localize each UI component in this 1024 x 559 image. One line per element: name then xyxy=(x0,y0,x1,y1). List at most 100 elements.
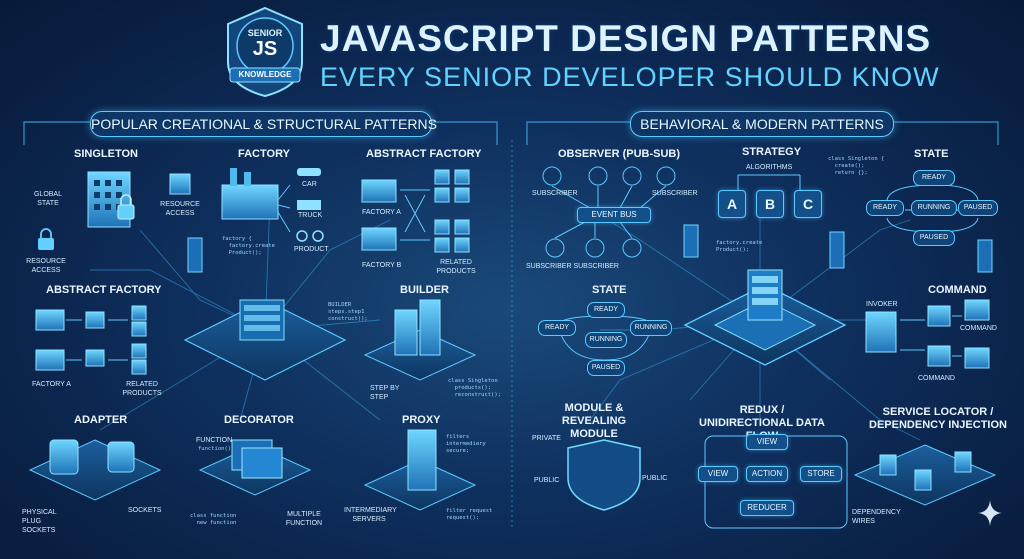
factory-code: factory { factory.create Product(); xyxy=(222,236,275,256)
car-icon xyxy=(297,168,321,176)
factory-car: CAR xyxy=(302,181,317,188)
observer-subscriber-bottom: SUBSCRIBER SUBSCRIBER xyxy=(526,263,619,270)
service-wires: DEPENDENCY WIRES xyxy=(852,509,901,525)
singleton-resource-access-2: RESOURCE ACCESS xyxy=(26,258,66,274)
state-top-paused-2: PAUSED xyxy=(913,230,955,246)
abstract-factory-left-related: RELATED PRODUCTS xyxy=(122,381,162,397)
factory-icon xyxy=(221,168,291,233)
proxy-servers: INTERMEDIARY SERVERS xyxy=(344,507,397,523)
abstract-factory-left-diagram xyxy=(35,305,147,375)
page-subtitle: EVERY SENIOR DEVELOPER SHOULD KNOW xyxy=(320,62,940,92)
module-private: PRIVATE xyxy=(532,435,561,442)
singleton-resource-access-1: RESOURCE ACCESS xyxy=(160,201,200,217)
module-public: PUBLIC xyxy=(534,477,560,484)
state-mid-paused: PAUSED xyxy=(587,360,625,376)
adapter-sockets: SOCKETS xyxy=(128,507,162,514)
bicycle-icon xyxy=(296,230,324,242)
factory-product: PRODUCT xyxy=(294,246,329,253)
badge-js: JS xyxy=(252,38,278,60)
builder-code-2: class Singleton products(); reconstruct(… xyxy=(448,378,501,398)
observer-title: OBSERVER (PUB-SUB) xyxy=(558,148,681,160)
strategy-c: C xyxy=(794,190,822,218)
command-label-2: COMMAND xyxy=(918,375,955,382)
factory-title: FACTORY xyxy=(238,148,290,160)
state-mid-title: STATE xyxy=(592,284,627,296)
decorator-multiple: MULTIPLE FUNCTION xyxy=(285,511,323,527)
badge-senior: SENIOR xyxy=(247,28,283,38)
command-title: COMMAND xyxy=(928,284,987,296)
adapter-title: ADAPTER xyxy=(74,414,128,426)
adapter-diagram xyxy=(28,439,162,501)
strategy-connector xyxy=(737,174,801,190)
redux-store: STORE xyxy=(800,466,842,482)
adapter-physical: PHYSICAL PLUG SOCKETS xyxy=(22,509,57,534)
singleton-building xyxy=(87,171,191,228)
observer-subscriber-left: SUBSCRIBER xyxy=(532,190,578,197)
state-mid-ready-2: READY xyxy=(538,320,576,336)
decorator-code-2: class function new function xyxy=(190,513,237,526)
state-mid-running-1: RUNNING xyxy=(630,320,672,336)
observer-diagram xyxy=(542,166,676,258)
abstract-factory-top-a: FACTORY A xyxy=(362,209,401,216)
strategy-title: STRATEGY xyxy=(742,146,802,158)
shield-icon xyxy=(567,439,641,511)
page-title: JAVASCRIPT DESIGN PATTERNS xyxy=(320,18,932,59)
server-racks xyxy=(187,224,993,273)
abstract-factory-top-diagram xyxy=(361,169,470,253)
event-bus: EVENT BUS xyxy=(577,207,651,223)
senior-js-badge: SENIOR JS KNOWLEDGE xyxy=(222,6,308,98)
service-title: SERVICE LOCATOR / DEPENDENCY INJECTION xyxy=(869,406,1007,431)
state-top-paused-1: PAUSED xyxy=(958,200,998,216)
strategy-algorithms: ALGORITHMS xyxy=(746,164,793,171)
badge-knowledge: KNOWLEDGE xyxy=(238,70,292,79)
state-top-code: class Singleton { create(); return {}; xyxy=(828,156,885,176)
lock-icon xyxy=(38,228,54,250)
sparkle-icon xyxy=(978,500,1002,526)
observer-subscriber-right: SUBSCRIBER xyxy=(652,190,698,197)
redux-action: ACTION xyxy=(746,466,788,482)
state-mid-running-2: RUNNING xyxy=(585,332,627,348)
truck-icon xyxy=(297,200,321,210)
abstract-factory-top-b: FACTORY B xyxy=(362,262,402,269)
state-top-title: STATE xyxy=(914,148,949,160)
state-top-ready: READY xyxy=(913,170,955,186)
decorator-diagram xyxy=(198,439,312,496)
command-label-1: COMMAND xyxy=(960,325,997,332)
factory-truck: TRUCK xyxy=(298,212,323,219)
singleton-global-state: GLOBAL STATE xyxy=(33,191,62,207)
abstract-factory-left-title: ABSTRACT FACTORY xyxy=(46,284,162,296)
singleton-title: SINGLETON xyxy=(74,148,138,160)
abstract-factory-top-related: RELATED PRODUCTS xyxy=(436,259,476,275)
left-section-header: POPULAR CREATIONAL & STRUCTURAL PATTERNS xyxy=(90,111,437,137)
decorator-code-1: function() xyxy=(198,446,232,452)
builder-step: STEP BY STEP xyxy=(370,385,400,401)
module-public-2: PUBLIC xyxy=(642,475,668,482)
strategy-code: factory.create Product(); xyxy=(716,240,763,253)
strategy-b: B xyxy=(756,190,784,218)
service-locator-diagram xyxy=(853,444,997,506)
proxy-code-1: filters intermediary secure; xyxy=(446,434,486,454)
builder-code-1: BUILDER steps.step1 construct(); xyxy=(328,302,368,322)
state-top-ready-2: READY xyxy=(866,200,904,216)
abstract-factory-top-title: ABSTRACT FACTORY xyxy=(366,148,482,160)
proxy-diagram xyxy=(363,429,477,511)
central-server-left xyxy=(183,299,347,381)
strategy-a: A xyxy=(718,190,746,218)
decorator-function: FUNCTION xyxy=(196,437,233,444)
state-mid-ready-1: READY xyxy=(587,302,625,318)
builder-title: BUILDER xyxy=(400,284,449,296)
proxy-code-2: filter request request(); xyxy=(446,508,493,521)
abstract-factory-left-a: FACTORY A xyxy=(32,381,71,388)
state-top-running: RUNNING xyxy=(911,200,957,216)
central-server-right xyxy=(683,269,847,366)
builder-diagram xyxy=(363,299,477,381)
command-diagram xyxy=(865,299,990,369)
command-invoker: INVOKER xyxy=(866,301,898,308)
decorator-title: DECORATOR xyxy=(224,414,294,426)
proxy-title: PROXY xyxy=(402,414,441,426)
redux-view-top: VIEW xyxy=(746,434,788,450)
redux-view: VIEW xyxy=(698,466,738,482)
redux-reducer: REDUCER xyxy=(740,500,794,516)
